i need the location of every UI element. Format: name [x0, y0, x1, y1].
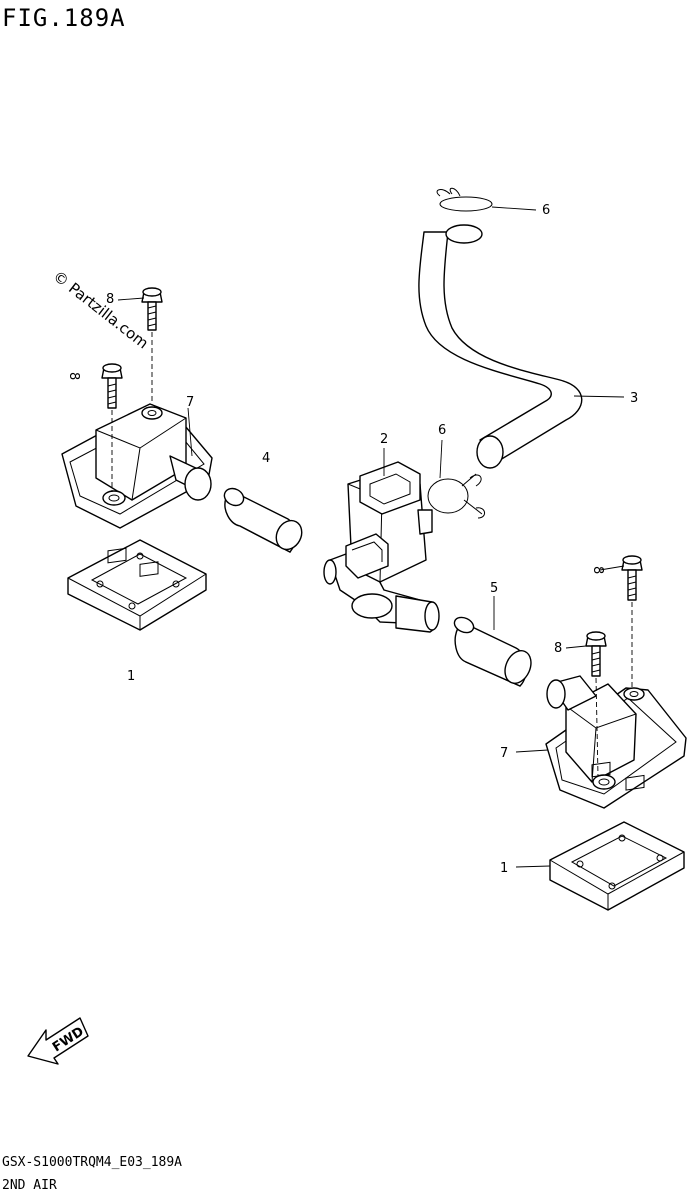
- part-4-hose: [223, 487, 303, 553]
- part-8-bolt-a: [141, 287, 163, 331]
- part-8-bolt-d: [585, 631, 607, 677]
- section-name: 2ND AIR: [2, 1178, 57, 1193]
- callout-2: 2: [380, 432, 388, 447]
- part-5-hose: [453, 616, 532, 687]
- callout-6-mid: 6: [438, 423, 446, 438]
- callout-1-left: 1: [127, 669, 135, 684]
- callout-8-c: 8: [590, 566, 605, 574]
- figure-title: FIG.189A: [2, 4, 126, 32]
- leader-lines: [117, 206, 625, 868]
- callout-8-a: 8: [106, 292, 114, 307]
- callout-4: 4: [262, 451, 270, 466]
- part-8-bolt-b: [101, 363, 123, 409]
- part-1-reed-right: [549, 761, 685, 911]
- callout-3: 3: [630, 391, 638, 406]
- part-7-cover-left: [61, 403, 213, 529]
- callout-8-d: 8: [554, 641, 562, 656]
- fwd-arrow-icon: FWD: [27, 1017, 89, 1065]
- watermark: © Partzilla.com: [50, 267, 152, 352]
- part-8-bolt-c: [621, 555, 643, 601]
- callout-7-left: 7: [186, 395, 194, 410]
- bolt-axis-lines: [111, 332, 633, 777]
- callout-6-top: 6: [542, 203, 550, 218]
- callout-1-right: 1: [500, 861, 508, 876]
- callout-8-b: 8: [66, 372, 81, 380]
- callout-labels: 1 1 2 3 4 5 6 6 7 7 8 8 8 8: [66, 203, 638, 876]
- part-2-valve: [323, 461, 440, 633]
- part-1-reed-left: [67, 539, 207, 631]
- part-6-clamp-top: [436, 187, 493, 212]
- callout-5: 5: [490, 581, 498, 596]
- callout-7-right: 7: [500, 746, 508, 761]
- part-7-cover-right: [545, 675, 687, 809]
- part-6-clamp-mid: [427, 473, 485, 519]
- part-3-hose: [418, 224, 583, 469]
- model-code: GSX-S1000TRQM4_E03_189A: [2, 1155, 183, 1170]
